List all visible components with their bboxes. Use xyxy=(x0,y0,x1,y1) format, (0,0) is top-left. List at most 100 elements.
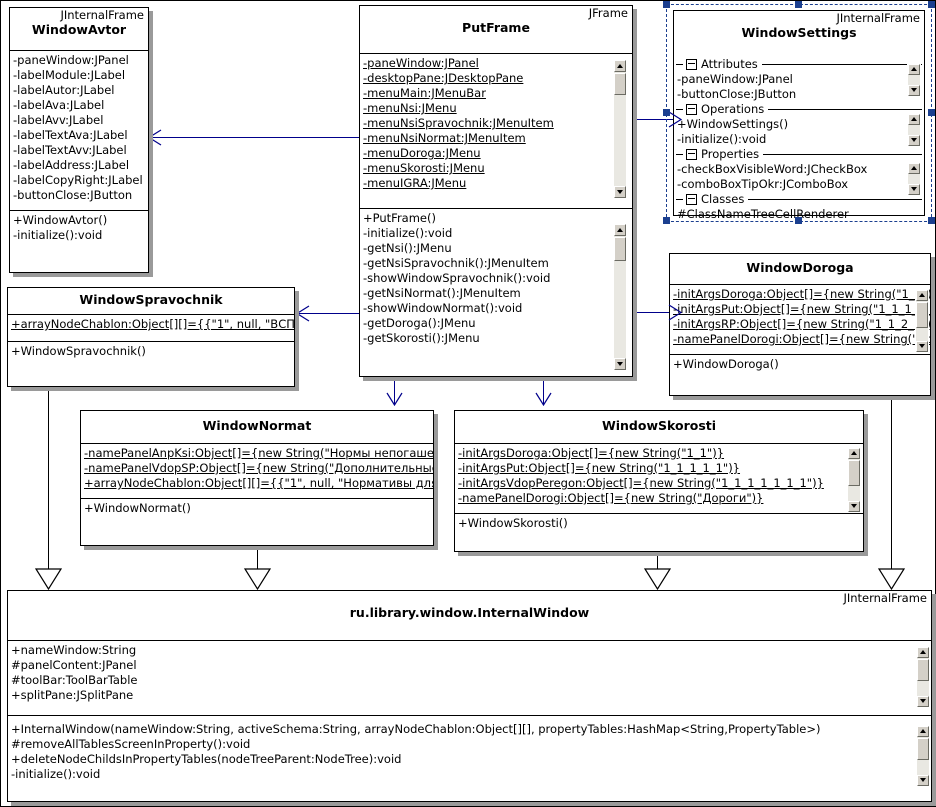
operations-compartment-window-doroga: +WindowDoroga() xyxy=(670,355,930,395)
attribute-item: #toolBar:ToolBarTable xyxy=(11,673,138,687)
class-put-frame[interactable]: JFrame PutFrame -paneWindow:JPanel -desk… xyxy=(359,5,633,377)
operation-item: -showWindowSpravochnik():void xyxy=(363,271,551,285)
scrollbar-put-frame-operations[interactable] xyxy=(613,223,627,371)
scroll-up-button[interactable] xyxy=(908,163,920,174)
scrollbar-window-doroga[interactable] xyxy=(915,289,929,353)
class-header-window-avtor: JInternalFrame WindowAvtor xyxy=(10,8,148,51)
scroll-thumb[interactable] xyxy=(916,302,928,328)
scroll-down-button[interactable] xyxy=(614,186,626,198)
scroll-up-button[interactable] xyxy=(614,60,626,72)
scroll-up-button[interactable] xyxy=(917,647,929,658)
selection-handle-top-center[interactable] xyxy=(795,1,802,8)
selection-handle-top-left[interactable] xyxy=(663,1,670,8)
collapse-toggle-icon[interactable] xyxy=(686,149,697,160)
chevron-up-icon xyxy=(617,228,623,232)
class-window-doroga[interactable]: WindowDoroga -initArgsDoroga:Object[]={n… xyxy=(669,253,931,396)
scroll-up-button[interactable] xyxy=(614,224,626,236)
attribute-item: -initArgsVdopPeregon:Object[]={new Strin… xyxy=(458,476,824,490)
scroll-up-button[interactable] xyxy=(917,726,929,737)
chevron-down-icon xyxy=(911,138,917,142)
selection-handle-middle-left[interactable] xyxy=(663,109,670,116)
class-name-label: WindowAvtor xyxy=(31,22,127,37)
class-window-normat[interactable]: WindowNormat -namePanelAnpKsi:Object[]={… xyxy=(80,410,434,546)
scrollbar-put-frame-attributes[interactable] xyxy=(613,59,627,199)
chevron-down-icon xyxy=(919,344,925,348)
scroll-thumb[interactable] xyxy=(614,237,626,261)
stereotype-label: JInternalFrame xyxy=(843,591,927,605)
class-header-internal-window: JInternalFrame ru.library.window.Interna… xyxy=(8,591,931,641)
scroll-thumb[interactable] xyxy=(848,460,860,486)
scrollbar-settings-operations[interactable] xyxy=(907,113,921,147)
attribute-item: -menuMain:JMenuBar xyxy=(363,86,486,100)
class-name-label: WindowNormat xyxy=(202,418,312,433)
selection-handle-bottom-center[interactable] xyxy=(795,217,802,224)
class-header-window-settings: JInternalFrame WindowSettings xyxy=(674,11,924,57)
arrowhead-spravochnik xyxy=(295,305,311,322)
scroll-down-button[interactable] xyxy=(908,85,920,96)
class-header-put-frame: JFrame PutFrame xyxy=(360,6,632,54)
operations-compartment-window-spravochnik: +WindowSpravochnik() xyxy=(8,342,294,386)
scroll-up-button[interactable] xyxy=(908,64,920,75)
class-name-label: WindowSkorosti xyxy=(601,418,717,433)
scrollbar-settings-properties[interactable] xyxy=(907,162,921,196)
selection-handle-bottom-left[interactable] xyxy=(663,217,670,224)
chevron-up-icon xyxy=(920,650,926,654)
class-window-settings[interactable]: JInternalFrame WindowSettings Attributes… xyxy=(673,10,925,221)
scroll-thumb[interactable] xyxy=(917,659,929,681)
operation-item: -getNsi():JMenu xyxy=(363,241,452,255)
scroll-down-button[interactable] xyxy=(908,135,920,146)
operation-item: -initialize():void xyxy=(677,132,767,146)
arrowhead-doroga xyxy=(667,304,683,321)
collapse-toggle-icon[interactable] xyxy=(686,104,697,115)
stereotype-label: JInternalFrame xyxy=(60,8,144,22)
chevron-up-icon xyxy=(920,729,926,733)
attribute-item: -labelModule:JLabel xyxy=(13,68,126,82)
scrollbar-internal-window-attributes[interactable] xyxy=(916,646,930,708)
operations-compartment-window-skorosti: +WindowSkorosti() xyxy=(455,514,863,551)
scroll-up-button[interactable] xyxy=(908,114,920,125)
class-window-avtor[interactable]: JInternalFrame WindowAvtor -paneWindow:J… xyxy=(9,7,149,273)
group-header-operations[interactable]: Operations xyxy=(674,102,924,117)
scroll-down-button[interactable] xyxy=(917,775,929,786)
chevron-down-icon xyxy=(911,187,917,191)
chevron-up-icon xyxy=(617,64,623,68)
group-header-attributes[interactable]: Attributes xyxy=(674,57,924,72)
scrollbar-window-skorosti[interactable] xyxy=(847,447,861,513)
scroll-down-button[interactable] xyxy=(848,501,860,512)
class-internal-window[interactable]: JInternalFrame ru.library.window.Interna… xyxy=(7,590,932,802)
attribute-item: +splitPane:JSplitPane xyxy=(11,688,134,702)
attribute-item: +arrayNodeChablon:Object[][]={{"1", null… xyxy=(84,476,433,490)
scroll-thumb[interactable] xyxy=(917,738,929,760)
group-label: Attributes xyxy=(701,57,758,71)
group-header-classes[interactable]: Classes xyxy=(674,192,924,207)
chevron-up-icon xyxy=(911,67,917,71)
scroll-down-button[interactable] xyxy=(916,341,928,352)
attribute-item: -menuSkorosti:JMenu xyxy=(363,161,485,175)
chevron-down-icon xyxy=(920,699,926,703)
property-item: -checkBoxVisibleWord:JCheckBox xyxy=(677,162,868,176)
class-name-label: PutFrame xyxy=(462,20,530,35)
scroll-thumb[interactable] xyxy=(614,73,626,95)
scrollbar-settings-attributes[interactable] xyxy=(907,63,921,97)
connector-putframe-settings xyxy=(633,119,681,120)
selection-handle-middle-right[interactable] xyxy=(928,109,935,116)
operations-compartment-put-frame: +PutFrame() -initialize():void -getNsi()… xyxy=(360,209,632,376)
selection-handle-top-right[interactable] xyxy=(928,1,935,8)
class-header-window-skorosti: WindowSkorosti xyxy=(455,411,863,444)
attribute-item: -initArgsPut:Object[]={new String("1_1_1… xyxy=(458,461,741,475)
scroll-up-button[interactable] xyxy=(848,448,860,459)
collapse-toggle-icon[interactable] xyxy=(686,59,697,70)
scroll-down-button[interactable] xyxy=(908,184,920,195)
operation-item: +WindowSettings() xyxy=(677,117,789,131)
group-header-properties[interactable]: Properties xyxy=(674,147,924,162)
collapse-toggle-icon[interactable] xyxy=(686,194,697,205)
scroll-down-button[interactable] xyxy=(614,358,626,370)
class-window-skorosti[interactable]: WindowSkorosti -initArgsDoroga:Object[]=… xyxy=(454,410,864,552)
group-dash xyxy=(676,64,683,65)
class-window-spravochnik[interactable]: WindowSpravochnik +arrayNodeChablon:Obje… xyxy=(7,287,295,387)
scroll-down-button[interactable] xyxy=(917,696,929,707)
scrollbar-internal-window-operations[interactable] xyxy=(916,725,930,787)
scroll-up-button[interactable] xyxy=(916,290,928,301)
selection-handle-bottom-right[interactable] xyxy=(928,217,935,224)
